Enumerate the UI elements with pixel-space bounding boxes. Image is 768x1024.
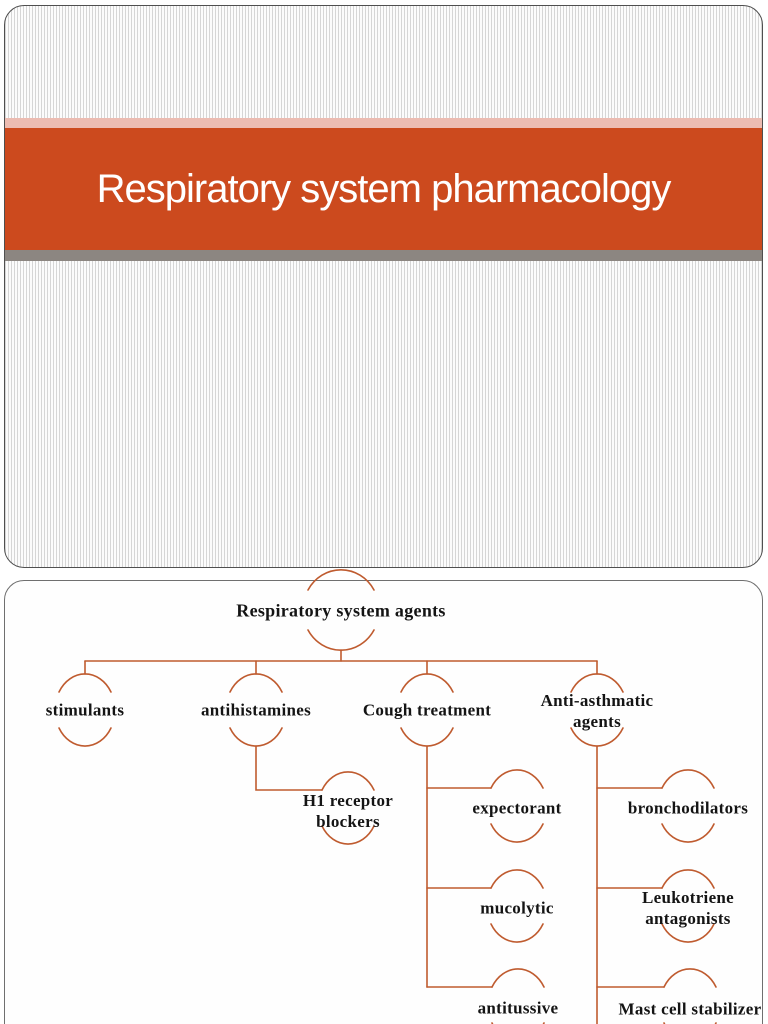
node-label-mucolytic: mucolytic (480, 898, 554, 918)
node-arc-mucolytic-bottom (490, 923, 544, 943)
node-arc-bronchodilators-top (661, 769, 715, 789)
node-ellipse-arcs (58, 569, 717, 1024)
title-band: Respiratory system pharmacology (5, 128, 762, 250)
node-arc-h1-bottom (321, 825, 375, 845)
node-label-bronchodilators: bronchodilators (627, 798, 749, 818)
node-arc-antiasthmatic-bottom (570, 727, 624, 747)
node-arc-stimulants-top (58, 673, 112, 693)
node-arc-antihistamines-top (229, 673, 283, 693)
node-arc-leukotriene-top (661, 869, 715, 889)
node-arc-mucolytic-top (490, 869, 544, 889)
node-label-leukotriene-antagonists: Leukotriene antagonists (641, 888, 735, 928)
node-arc-leukotriene-bottom (661, 923, 715, 943)
node-label-cough-treatment: Cough treatment (362, 700, 492, 720)
node-label-antiasthmatic-agents: Anti-asthmatic agents (540, 691, 654, 731)
node-label-expectorant: expectorant (472, 798, 562, 818)
node-arc-bronchodilators-bottom (661, 823, 715, 843)
node-arc-cough-bottom (400, 727, 454, 747)
node-arc-cough-top (400, 673, 454, 693)
node-arc-root-top (307, 569, 375, 591)
node-label-antitussive: antitussive (477, 998, 559, 1018)
slide-2 (4, 580, 763, 1024)
node-arc-antitussive-top (491, 968, 545, 988)
connector-antihistamines-h1 (255, 745, 323, 791)
node-arc-root-bottom (307, 629, 375, 651)
slide-title: Respiratory system pharmacology (96, 166, 672, 211)
node-arc-antiasthmatic-top (570, 673, 624, 693)
node-arc-h1-top (321, 771, 375, 791)
node-arc-stimulants-bottom (58, 727, 112, 747)
node-label-root: Respiratory system agents (236, 600, 446, 621)
slide-1: Respiratory system pharmacology (4, 5, 763, 568)
node-label-antihistamines: antihistamines (201, 700, 311, 720)
node-arc-mastcell-top (663, 968, 717, 988)
node-arc-expectorant-top (490, 769, 544, 789)
node-label-mast-cell-stabilizer: Mast cell stabilizer (618, 999, 762, 1019)
connector-lines (84, 649, 665, 1024)
title-band-top-accent (5, 118, 762, 128)
node-arc-expectorant-bottom (490, 823, 544, 843)
node-label-h1-receptor-blockers: H1 receptor blockers (302, 791, 394, 831)
node-arc-antihistamines-bottom (229, 727, 283, 747)
node-label-stimulants: stimulants (45, 700, 125, 720)
title-band-bottom-accent (5, 250, 762, 261)
